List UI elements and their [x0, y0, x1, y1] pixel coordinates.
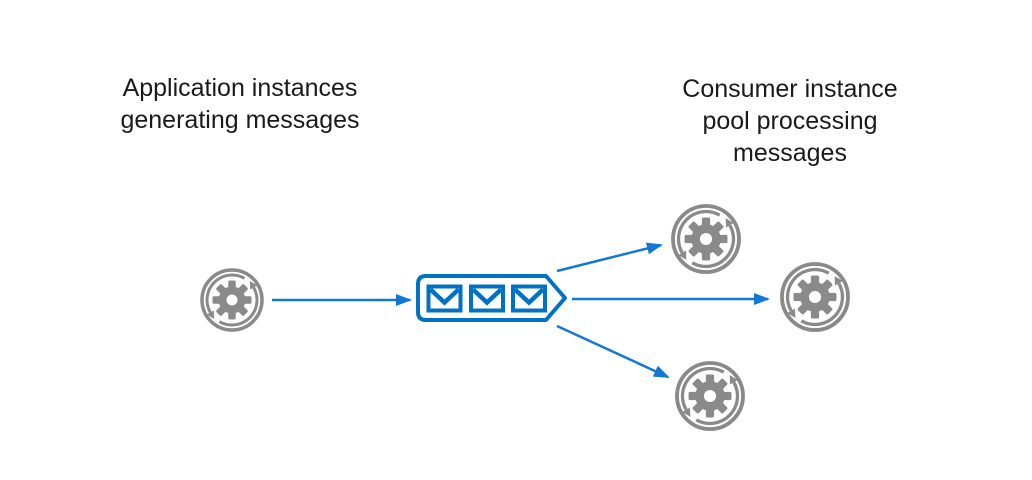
producer-label-line2: generating messages — [120, 106, 360, 134]
envelope-icon — [513, 287, 545, 311]
producer-gear-sync-icon — [200, 268, 264, 332]
consumer-label-line1: Consumer instance — [682, 75, 898, 103]
arrow-queue-to-consumer-bottom — [556, 324, 670, 379]
message-queue-icon — [416, 274, 567, 322]
producer-label: Application instances generating message… — [85, 72, 395, 136]
consumer-middle-gear-sync-icon — [780, 262, 850, 332]
consumer-label-line2: pool processing — [702, 107, 878, 135]
consumer-label: Consumer instance pool processing messag… — [640, 73, 940, 169]
producer-label-line1: Application instances — [122, 74, 358, 102]
envelope-icon — [471, 287, 503, 311]
consumer-bottom-gear-sync-icon — [675, 361, 745, 431]
envelope-icon — [429, 287, 461, 311]
consumer-label-line3: messages — [733, 139, 847, 167]
consumer-top-gear-sync-icon — [671, 204, 741, 274]
arrow-queue-to-consumer-top — [556, 242, 663, 273]
